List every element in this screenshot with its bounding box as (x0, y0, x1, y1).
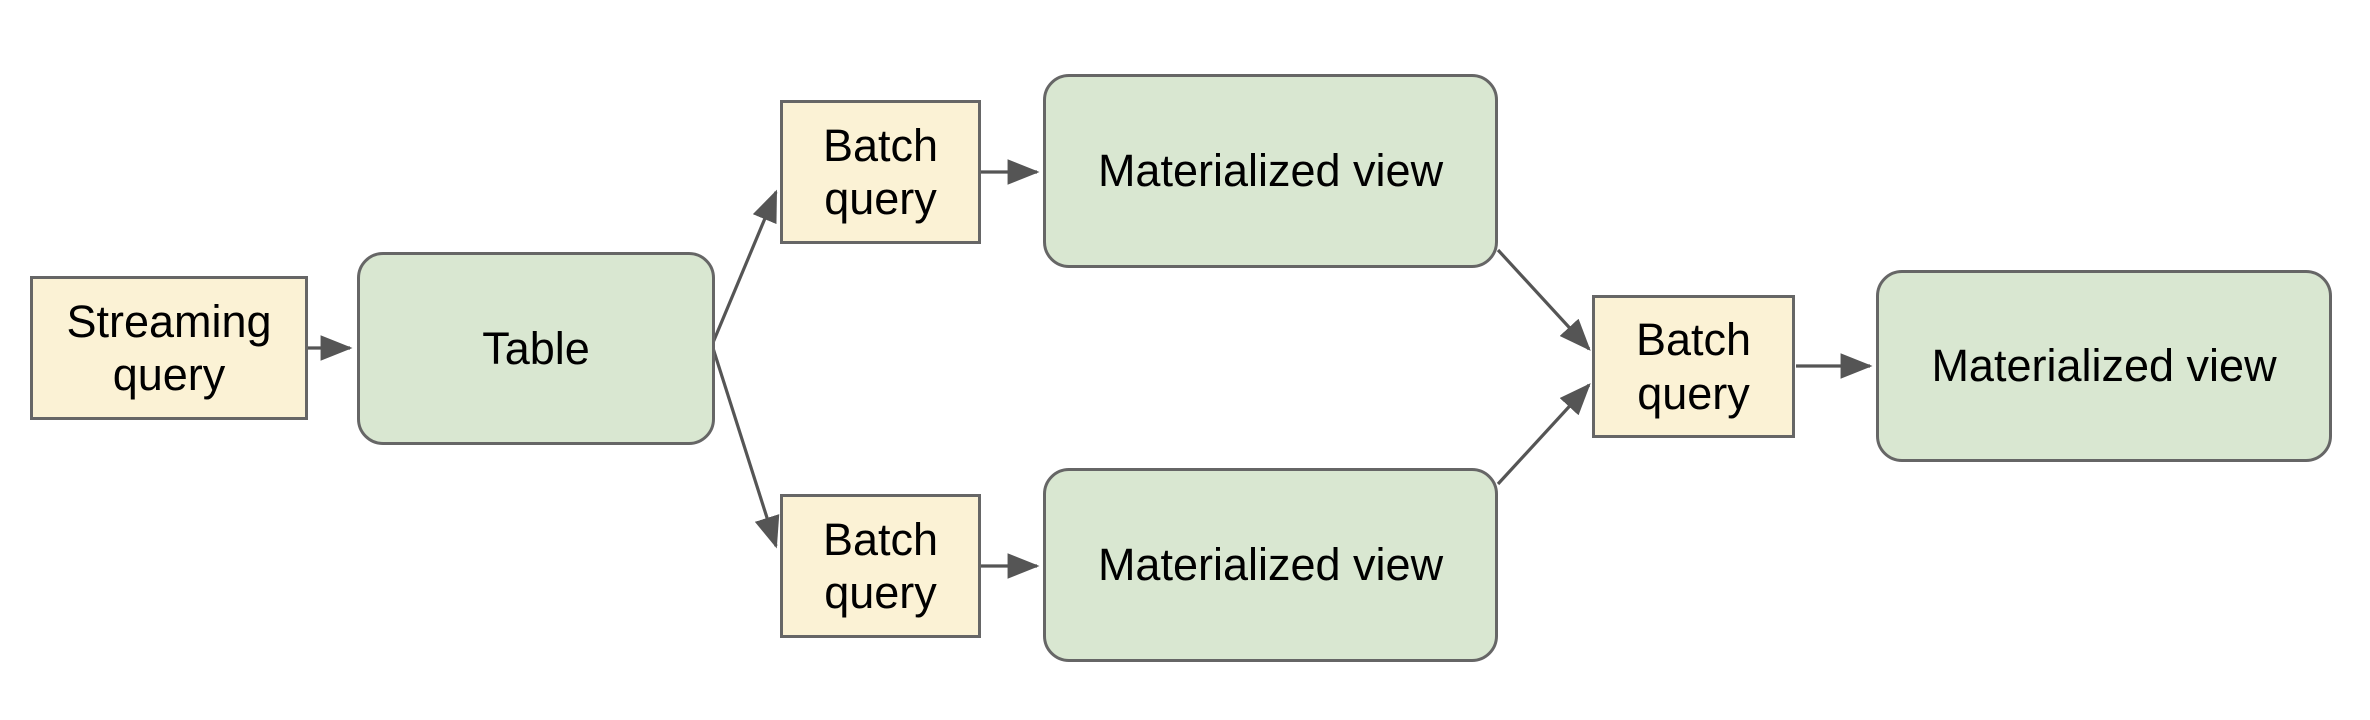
node-materialized-view-top-label: Materialized view (1097, 145, 1444, 197)
node-streaming-query-label: Streaming query (66, 295, 272, 400)
node-batch-query-bottom[interactable]: Batch query (780, 494, 981, 638)
node-table[interactable]: Table (357, 252, 715, 445)
node-materialized-view-top[interactable]: Materialized view (1043, 74, 1498, 268)
node-batch-query-top-label: Batch query (822, 119, 939, 224)
node-streaming-query[interactable]: Streaming query (30, 276, 308, 420)
edge-table-to-batch-query-bottom (710, 344, 780, 549)
node-materialized-view-bottom-label: Materialized view (1097, 539, 1444, 591)
node-batch-query-bottom-label: Batch query (822, 513, 939, 618)
edge-materialized-view-top-to-batch-query-merge (1496, 248, 1591, 351)
node-materialized-view-bottom[interactable]: Materialized view (1043, 468, 1498, 662)
node-batch-query-top[interactable]: Batch query (780, 100, 981, 244)
node-table-label: Table (482, 322, 590, 374)
node-batch-query-merge[interactable]: Batch query (1592, 295, 1795, 438)
node-materialized-view-final-label: Materialized view (1931, 340, 2277, 392)
node-batch-query-merge-label: Batch query (1635, 314, 1752, 419)
node-materialized-view-final[interactable]: Materialized view (1876, 270, 2332, 462)
edge-table-to-batch-query-top (710, 189, 778, 346)
edge-materialized-view-bottom-to-batch-query-merge (1496, 383, 1591, 486)
